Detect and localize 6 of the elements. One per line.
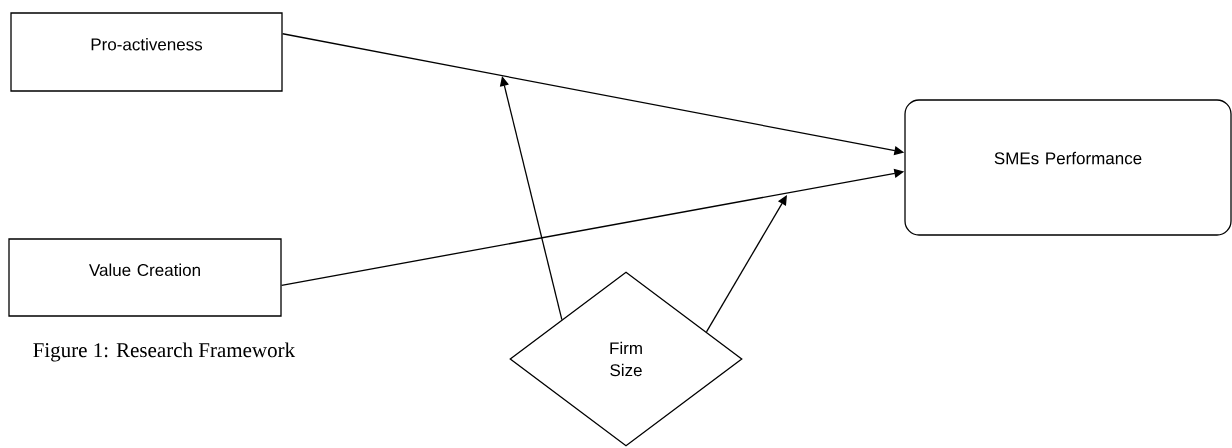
figure-caption: Figure 1: Research Framework [33, 342, 296, 362]
factor-box: Value Creation [8, 238, 282, 317]
arrow [499, 76, 563, 321]
factor-box: Pro-activeness [10, 12, 283, 92]
outcome-box: SMEs Performance [904, 99, 1232, 236]
arrow [705, 195, 787, 333]
